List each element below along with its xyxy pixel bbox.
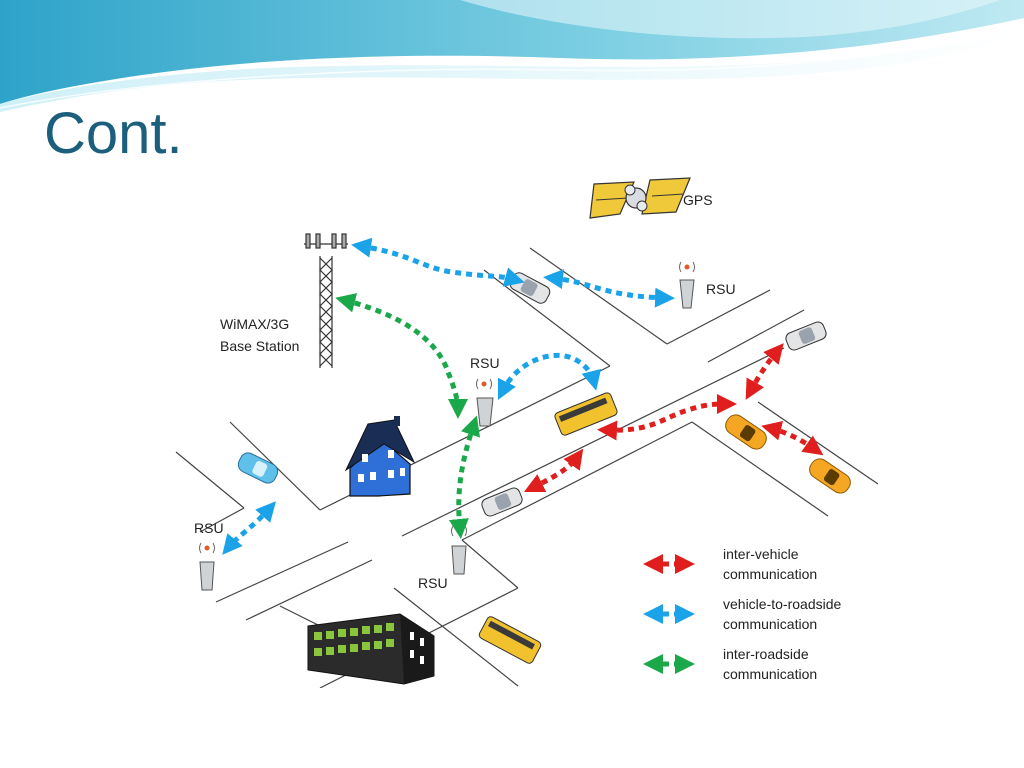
header-wave-decoration [0, 0, 1024, 112]
office-building-icon [307, 613, 435, 685]
car-orange-2 [809, 458, 851, 494]
gps-label: GPS [683, 192, 713, 208]
base-station-label-line1: WiMAX/3G [220, 316, 289, 332]
rsu-label-left: RSU [194, 520, 224, 536]
link-rsu-to-rsu [448, 415, 481, 539]
link-bus-to-car [597, 394, 737, 441]
rsu-label-bottom: RSU [418, 575, 448, 591]
rsu-center [476, 378, 494, 427]
car-orange-1 [725, 414, 767, 450]
car-silver-middle [481, 487, 523, 517]
legend-item-vehicle-to-roadside: vehicle-to-roadside communication [643, 596, 841, 632]
legend-label: inter-vehicle [723, 546, 799, 562]
rsu-label-center: RSU [470, 355, 500, 371]
rsu-top-right [679, 261, 695, 309]
slide-title: Cont. [44, 101, 183, 166]
car-silver-top [509, 272, 551, 304]
link-rsu-to-bus [497, 352, 602, 401]
legend: inter-vehicle communication vehicle-to-r… [643, 546, 841, 682]
link-tower-to-rsu [335, 293, 468, 419]
link-car-to-rsu [543, 269, 675, 308]
rsu-left [199, 542, 215, 591]
cell-tower-icon [304, 233, 348, 368]
rsu-bottom [451, 525, 467, 575]
gps-satellite-icon [589, 177, 691, 219]
legend-label: communication [723, 566, 817, 582]
base-station-label-line2: Base Station [220, 338, 299, 354]
link-tower-to-car [351, 237, 525, 287]
house-icon [344, 416, 416, 497]
link-orange-to-orange [761, 420, 824, 456]
legend-label: vehicle-to-roadside [723, 596, 841, 612]
legend-label: communication [723, 616, 817, 632]
bus-yellow-bottom [478, 616, 542, 664]
car-silver-right [785, 321, 827, 351]
link-silver-to-bus [523, 448, 584, 493]
vanet-diagram: GPS WiMAX/3G Base Station RSU RSU RSU RS… [172, 170, 888, 688]
car-blue [237, 452, 279, 484]
link-orange-to-silver [745, 343, 784, 400]
legend-label: inter-roadside [723, 646, 809, 662]
legend-item-inter-roadside: inter-roadside communication [643, 646, 817, 682]
legend-item-inter-vehicle: inter-vehicle communication [643, 546, 817, 582]
link-car-to-rsu-left [222, 501, 276, 555]
legend-label: communication [723, 666, 817, 682]
rsu-label-top-right: RSU [706, 281, 736, 297]
